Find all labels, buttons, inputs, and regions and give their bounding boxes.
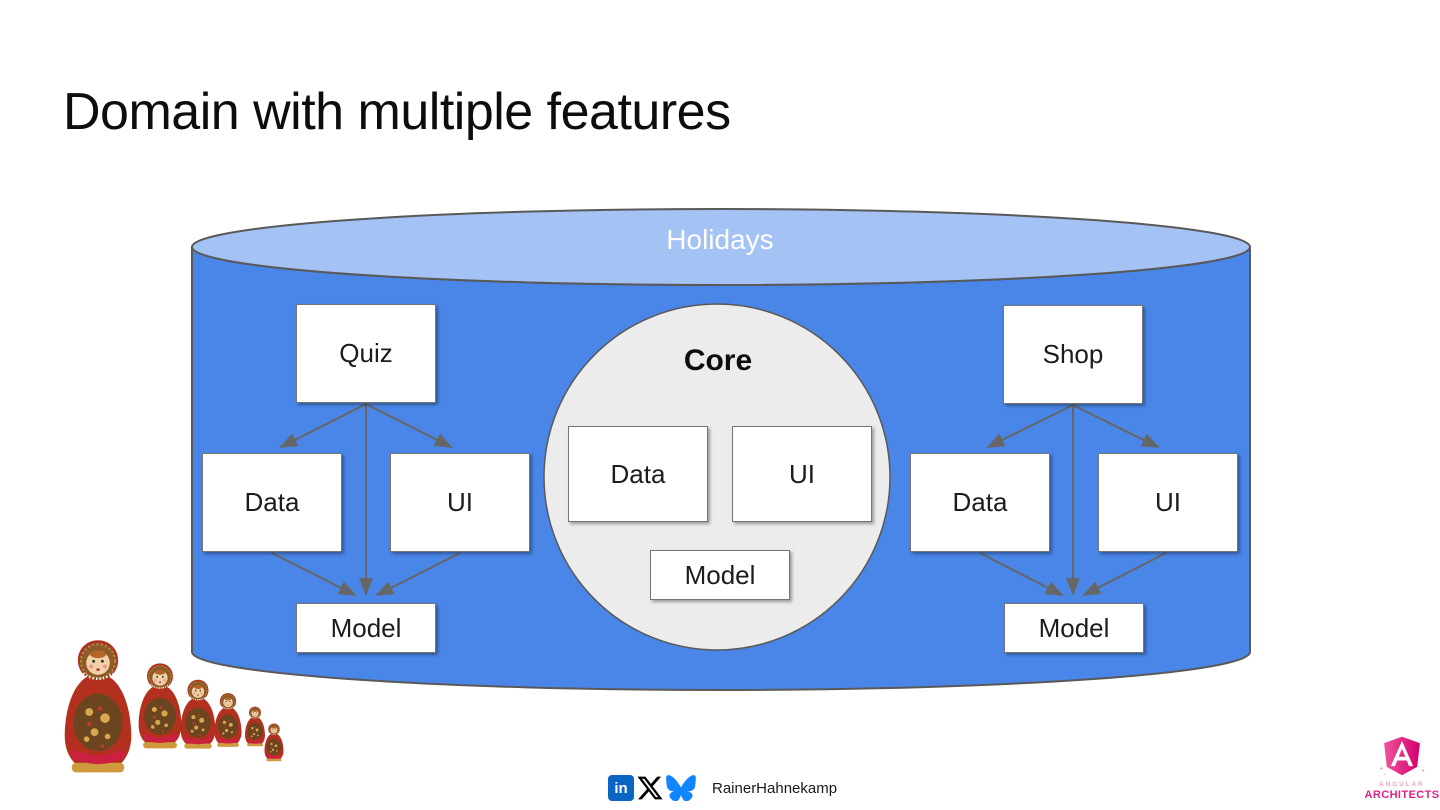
core-ui-box: UI <box>732 426 872 522</box>
quiz-data-box: Data <box>202 453 342 552</box>
architects-wordmark: ARCHITECTS <box>1364 789 1440 801</box>
slide-title: Domain with multiple features <box>63 83 731 141</box>
arrow-data-to-model-left <box>271 552 357 596</box>
x-icon <box>637 776 663 800</box>
holidays-label: Holidays <box>666 224 774 255</box>
footer-social-row: in RainerHahnekamp <box>608 773 837 803</box>
arrow-shop-to-ui <box>1072 404 1160 448</box>
bluesky-icon <box>666 775 696 801</box>
matryoshka-dolls-image <box>63 638 284 774</box>
core-model-box: Model <box>650 550 790 600</box>
arrow-quiz-to-data <box>279 403 367 448</box>
quiz-feature-box: Quiz <box>296 304 436 403</box>
quiz-ui-box: UI <box>390 453 530 552</box>
arrow-quiz-to-ui <box>365 403 453 448</box>
holidays-cylinder-top <box>191 208 1251 286</box>
angular-shield-icon <box>1380 736 1425 776</box>
shop-model-box: Model <box>1004 603 1144 653</box>
arrow-shop-to-data <box>986 404 1074 448</box>
core-circle <box>543 303 891 651</box>
shop-ui-box: UI <box>1098 453 1238 552</box>
arrow-ui-to-model-right <box>1082 552 1167 596</box>
quiz-model-box: Model <box>296 603 436 653</box>
core-label: Core <box>683 344 753 377</box>
angular-wordmark: ANGULAR <box>1379 782 1425 788</box>
social-handle: RainerHahnekamp <box>712 779 838 797</box>
core-data-box: Data <box>568 426 708 522</box>
linkedin-icon: in <box>608 775 634 801</box>
dependency-arrows <box>271 403 1167 596</box>
shop-feature-box: Shop <box>1003 305 1143 404</box>
angular-architects-logo: ANGULAR ARCHITECTS <box>1356 731 1440 801</box>
shop-data-box: Data <box>910 453 1050 552</box>
arrow-ui-to-model-left <box>375 552 461 596</box>
arrow-data-to-model-right <box>979 552 1064 596</box>
